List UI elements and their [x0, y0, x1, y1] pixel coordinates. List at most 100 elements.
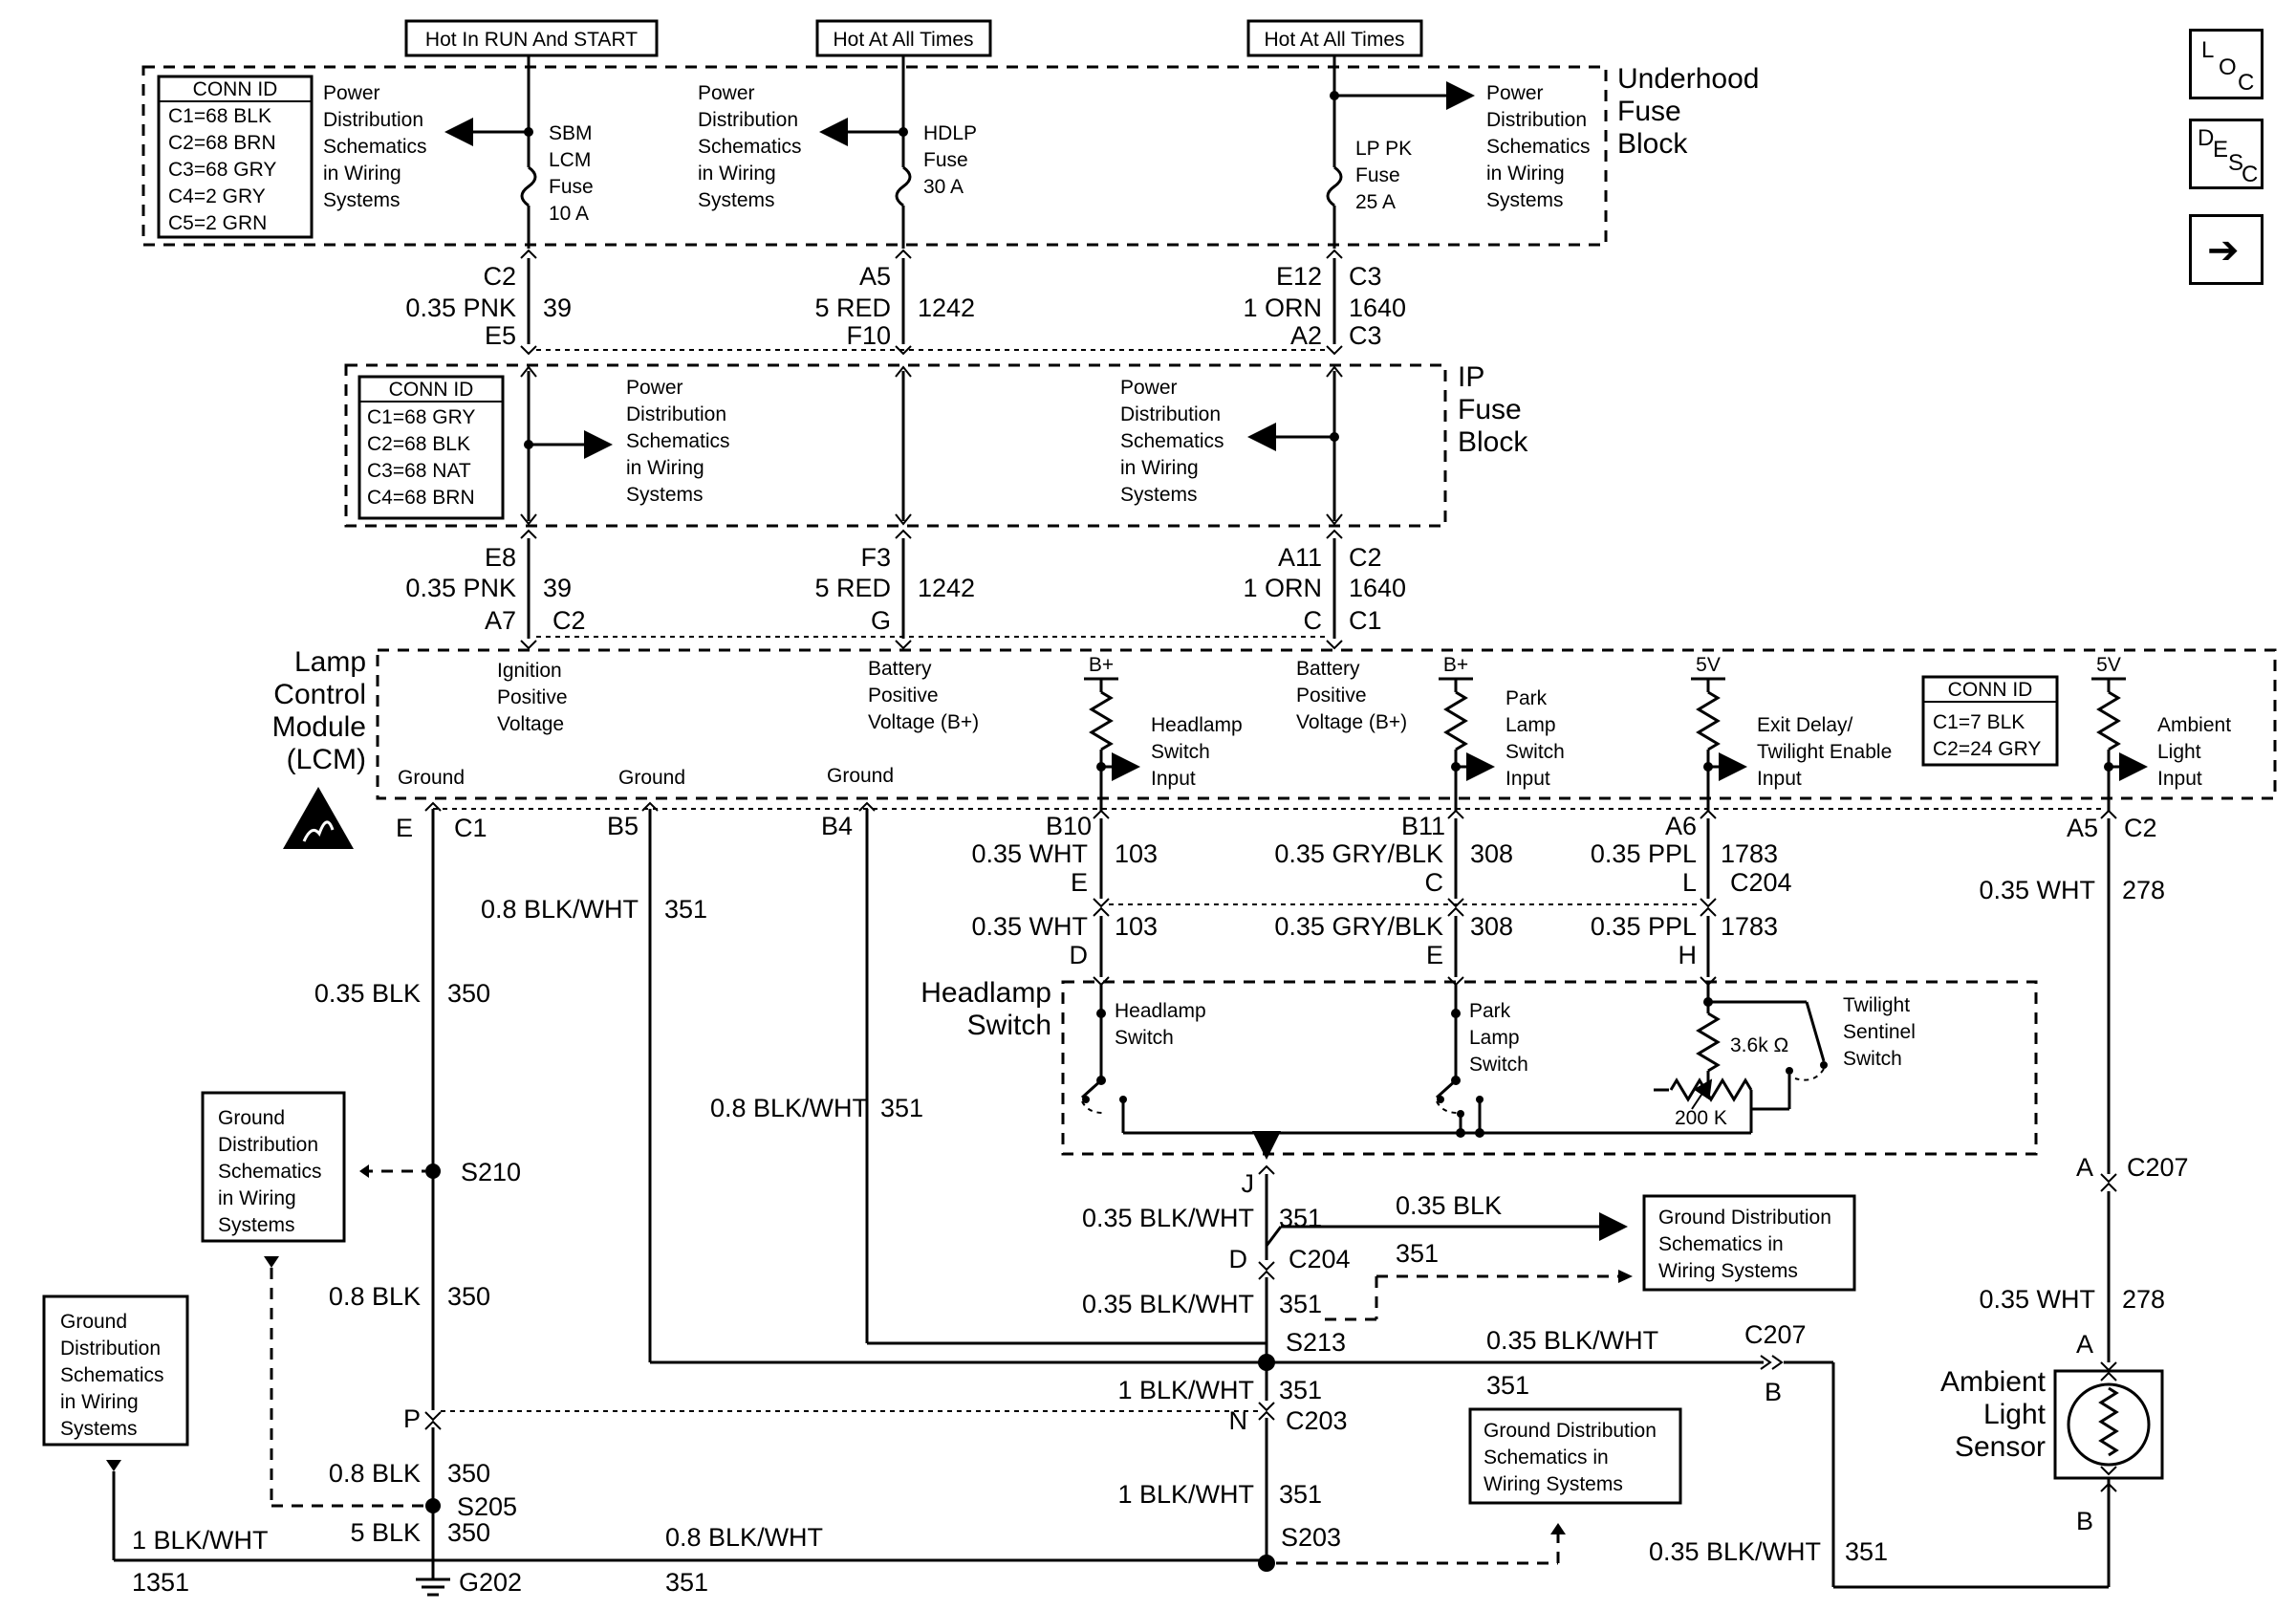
arrow-right-icon: ➔: [2207, 229, 2240, 272]
svg-text:5 BLK: 5 BLK: [350, 1518, 421, 1547]
svg-text:5V: 5V: [2096, 654, 2121, 676]
svg-text:C204: C204: [1730, 868, 1792, 897]
svg-text:350: 350: [447, 979, 490, 1008]
svg-text:A: A: [2076, 1153, 2093, 1182]
lppk-fuse: LP PK Fuse 25 A: [1326, 55, 1475, 249]
next-page-button[interactable]: ➔: [2189, 214, 2264, 285]
lcm-ambient-input: 5V Ambient Light Input: [2091, 654, 2231, 811]
svg-text:Systems: Systems: [626, 484, 704, 506]
svg-text:1351: 1351: [132, 1568, 189, 1597]
svg-text:C2=24 GRY: C2=24 GRY: [1933, 738, 2041, 760]
location-button[interactable]: L O C: [2189, 29, 2264, 99]
svg-text:278: 278: [2122, 876, 2165, 904]
svg-text:Ground Distribution: Ground Distribution: [1658, 1207, 1831, 1229]
svg-text:Headlamp: Headlamp: [1115, 1000, 1206, 1022]
svg-text:N: N: [1229, 1406, 1248, 1435]
ground-dist-ref-s203: Ground Distribution Schematics in Wiring…: [1468, 1407, 1682, 1505]
svg-text:0.35 PPL: 0.35 PPL: [1591, 839, 1697, 868]
svg-text:Switch: Switch: [967, 1010, 1051, 1041]
svg-text:C1=68 BLK: C1=68 BLK: [168, 105, 271, 127]
svg-text:Ground: Ground: [618, 767, 685, 789]
svg-text:1783: 1783: [1721, 839, 1778, 868]
underhood-fuse-block-outline: [141, 65, 1608, 247]
svg-text:Switch: Switch: [1505, 741, 1565, 763]
svg-text:E: E: [1071, 868, 1088, 897]
description-button[interactable]: D E S C: [2189, 119, 2264, 189]
svg-text:Power: Power: [1486, 82, 1544, 104]
svg-text:Block: Block: [1617, 128, 1688, 160]
headlamp-switch-label: Headlamp Switch: [921, 977, 1051, 1041]
svg-text:Light: Light: [1983, 1399, 2047, 1430]
svg-text:1242: 1242: [918, 574, 975, 602]
svg-text:0.35 BLK: 0.35 BLK: [1396, 1191, 1502, 1220]
svg-text:Wiring Systems: Wiring Systems: [1484, 1473, 1623, 1495]
svg-text:Park: Park: [1469, 1000, 1511, 1022]
svg-text:Distribution: Distribution: [60, 1338, 161, 1360]
svg-text:Switch: Switch: [1469, 1054, 1528, 1076]
svg-text:C1: C1: [454, 814, 487, 842]
svg-text:Voltage: Voltage: [497, 713, 564, 735]
svg-text:Schematics: Schematics: [323, 136, 427, 158]
svg-text:P: P: [403, 1404, 421, 1433]
svg-text:Schematics in: Schematics in: [1658, 1233, 1784, 1255]
svg-text:0.35 BLK/WHT: 0.35 BLK/WHT: [1486, 1326, 1658, 1355]
svg-text:in Wiring: in Wiring: [323, 163, 401, 185]
svg-text:0.8 BLK: 0.8 BLK: [329, 1282, 421, 1311]
svg-text:C2=68 BRN: C2=68 BRN: [168, 132, 276, 154]
svg-text:0.35 GRY/BLK: 0.35 GRY/BLK: [1274, 912, 1443, 941]
splice-s205: S205: [425, 1492, 517, 1521]
svg-text:Sensor: Sensor: [1955, 1431, 2046, 1463]
svg-text:Distribution: Distribution: [218, 1134, 318, 1156]
svg-text:HDLP: HDLP: [923, 122, 977, 144]
svg-text:Positive: Positive: [1296, 685, 1367, 707]
svg-text:Distribution: Distribution: [626, 403, 726, 425]
svg-text:C4=2 GRY: C4=2 GRY: [168, 185, 266, 207]
circuit-308: 0.35 GRY/BLK 308 C 0.35 GRY/BLK 308 E: [1274, 809, 1513, 987]
svg-text:Twilight: Twilight: [1843, 994, 1910, 1016]
svg-text:0.35 WHT: 0.35 WHT: [971, 839, 1088, 868]
conn-id-ip: CONN ID C1=68 GRY C2=68 BLK C3=68 NAT C4…: [357, 375, 505, 520]
svg-text:30 A: 30 A: [923, 176, 964, 198]
svg-text:1242: 1242: [918, 294, 975, 322]
svg-text:J: J: [1242, 1169, 1255, 1198]
loc-o-glyph: O: [2219, 54, 2237, 80]
svg-text:A5: A5: [2067, 814, 2098, 842]
splice-s210: S210: [359, 1158, 521, 1186]
svg-text:E5: E5: [485, 321, 516, 350]
desc-d-glyph: D: [2198, 125, 2215, 151]
svg-text:5V: 5V: [1696, 654, 1721, 676]
svg-text:350: 350: [447, 1518, 490, 1547]
svg-text:C2: C2: [483, 262, 516, 291]
svg-text:C207: C207: [1744, 1320, 1807, 1349]
svg-text:Systems: Systems: [218, 1214, 295, 1236]
power-dist-ref-4: Power Distribution Schematics in Wiring …: [626, 377, 730, 506]
svg-text:351: 351: [880, 1094, 923, 1122]
svg-text:Ground: Ground: [827, 765, 894, 787]
svg-text:C: C: [1304, 606, 1323, 635]
svg-text:10 A: 10 A: [549, 203, 589, 225]
ip-run-1242: [895, 365, 912, 526]
svg-text:Ground: Ground: [218, 1107, 285, 1129]
svg-text:in Wiring: in Wiring: [698, 163, 776, 185]
power-dist-ref-5: Power Distribution Schematics in Wiring …: [1120, 377, 1224, 506]
svg-text:Park: Park: [1505, 687, 1548, 709]
svg-text:0.8 BLK/WHT: 0.8 BLK/WHT: [481, 895, 639, 924]
svg-text:B5: B5: [607, 812, 639, 840]
branch-035-blk: 0.35 BLK 351: [1265, 1191, 1628, 1268]
svg-text:0.35 PNK: 0.35 PNK: [405, 294, 516, 322]
headlamp-switch-contact: Headlamp Switch: [1080, 985, 1206, 1133]
svg-text:Power: Power: [698, 82, 755, 104]
svg-text:0.35 PNK: 0.35 PNK: [405, 574, 516, 602]
svg-text:Input: Input: [1151, 768, 1196, 790]
svg-text:Schematics in: Schematics in: [1484, 1447, 1609, 1469]
ground-351-b4-run: [858, 801, 1267, 1345]
svg-text:Fuse: Fuse: [1458, 394, 1522, 425]
svg-text:Hot At All Times: Hot At All Times: [1264, 29, 1404, 51]
svg-text:0.8 BLK/WHT: 0.8 BLK/WHT: [665, 1523, 823, 1552]
lcm-ground-labels: Ground Ground Ground: [398, 765, 894, 789]
svg-text:in Wiring: in Wiring: [60, 1391, 139, 1413]
hot-all-times-tag-1: Hot At All Times: [815, 19, 992, 57]
ground-351-b5-run: 0.8 BLK/WHT 351 0.8 BLK/WHT 351: [481, 801, 1267, 1364]
circuit-1640-upper: E12 1 ORN A2 C3 1640 C3: [1243, 249, 1406, 356]
